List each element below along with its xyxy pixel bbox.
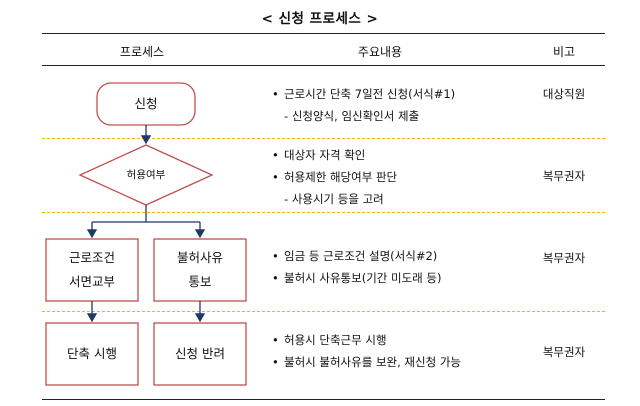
row-2-content: 대상자 자격 확인 허용제한 해당여부 판단 사용시기 등을 고려: [272, 144, 397, 210]
header-remark: 비고: [552, 45, 576, 59]
row-4-bullet-2: 불허시 불허사유를 보완, 재신청 가능: [272, 351, 461, 373]
apply-node: 신청: [97, 83, 195, 125]
table-bottom-border: [42, 399, 605, 400]
row-divider-3: [42, 311, 605, 312]
decision-node: 허용여부: [80, 145, 212, 205]
return-node-label: 신청 반려: [175, 346, 225, 361]
implement-node-shape: [45, 322, 139, 386]
header-divider: [42, 65, 605, 66]
conditions-node-line1: 근로조건: [68, 250, 115, 265]
table-top-border: [42, 33, 605, 34]
implement-node: 단축 시행: [46, 323, 138, 385]
row-1-content: 근로시간 단축 7일전 신청(서식#1) 신청양식, 임신확인서 제출: [272, 83, 455, 127]
row-2-bullet-2: 허용제한 해당여부 판단: [272, 166, 397, 188]
row-1-sub-1: 신청양식, 임신확인서 제출: [272, 105, 455, 127]
row-divider-1: [42, 138, 605, 139]
page-title: < 신청 프로세스 >: [261, 11, 379, 27]
row-1-bullet-1: 근로시간 단축 7일전 신청(서식#1): [272, 83, 455, 105]
row-1-remark: 대상직원: [542, 87, 586, 101]
conditions-node-shape: [45, 238, 139, 302]
row-4-remark: 복무권자: [542, 345, 586, 359]
header-content: 주요내용: [357, 45, 403, 59]
row-3-bullet-1: 임금 등 근로조건 설명(서식#2): [272, 245, 441, 267]
conditions-node: 근로조건 서면교부: [46, 239, 138, 301]
row-4-bullet-1: 허용시 단축근무 시행: [272, 329, 461, 351]
apply-node-label: 신청: [134, 96, 158, 111]
row-2-remark: 복무권자: [542, 169, 586, 183]
conditions-node-line2: 서면교부: [68, 274, 115, 289]
row-divider-2: [42, 212, 605, 213]
row-2-sub-1: 사용시기 등을 고려: [272, 188, 397, 210]
return-node: 신청 반려: [154, 323, 246, 385]
decision-node-label: 허용여부: [126, 169, 166, 181]
implement-node-label: 단축 시행: [67, 346, 117, 361]
reject-notice-node: 불허사유 통보: [154, 239, 246, 301]
reject-notice-node-line2: 통보: [188, 274, 212, 289]
row-2-bullet-1: 대상자 자격 확인: [272, 144, 397, 166]
row-3-remark: 복무권자: [542, 251, 586, 265]
reject-notice-node-line1: 불허사유: [176, 250, 223, 265]
row-3-bullet-2: 불허시 사유통보(기간 미도래 등): [272, 267, 441, 289]
header-process: 프로세스: [119, 45, 165, 59]
row-4-content: 허용시 단축근무 시행 불허시 불허사유를 보완, 재신청 가능: [272, 329, 461, 373]
return-node-shape: [153, 322, 247, 386]
row-3-content: 임금 등 근로조건 설명(서식#2) 불허시 사유통보(기간 미도래 등): [272, 245, 441, 289]
